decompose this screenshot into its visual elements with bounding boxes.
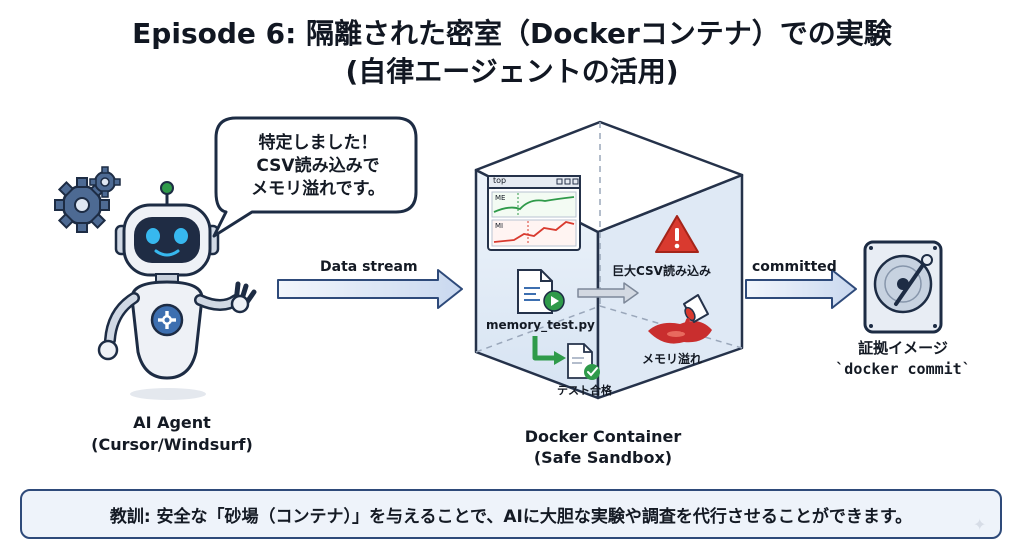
speech-line-2: CSV読み込みで	[256, 156, 380, 176]
docker-container-cube	[474, 120, 744, 400]
container-label-line2: (Safe Sandbox)	[533, 448, 673, 467]
lesson-text: 教訓: 安全な「砂場（コンテナ）」を与えることで、AIに大胆な実験や調査を代行さ…	[109, 506, 913, 527]
committed-arrow	[745, 269, 857, 309]
robot-agent-illustration	[97, 181, 257, 400]
lesson-box: 教訓: 安全な「砂場（コンテナ）」を与えることで、AIに大胆な実験や調査を代行さ…	[20, 489, 1002, 539]
monitor-title: top	[493, 176, 507, 185]
container-label-line1: Docker Container	[524, 427, 682, 446]
test-pass-label: テスト合格	[557, 384, 612, 397]
evidence-label-line2: `docker commit`	[835, 360, 971, 378]
test-pass-arrow-head	[554, 351, 566, 365]
speech-line-3: メモリ溢れです。	[251, 179, 385, 199]
evidence-label: 証拠イメージ `docker commit`	[835, 338, 970, 380]
spilled-cup-icon	[648, 294, 712, 344]
warning-icon	[655, 215, 699, 253]
data-stream-arrow	[277, 269, 463, 309]
memory-monitor-window	[487, 175, 581, 251]
test-pass-arrow	[532, 336, 556, 361]
agent-label: AI Agent (Cursor/Windsurf)	[91, 412, 253, 456]
test-pass-file-icon	[567, 343, 600, 380]
load-arrow	[577, 282, 639, 304]
committed-label: committed	[752, 259, 837, 275]
page-title: Episode 6: 隔離された密室（Dockerコンテナ）での実験	[132, 17, 892, 50]
container-label: Docker Container (Safe Sandbox)	[525, 426, 681, 468]
agent-label-line1: AI Agent	[133, 413, 211, 432]
hard-drive-icon	[863, 240, 943, 334]
data-stream-label: Data stream	[320, 259, 418, 275]
monitor-label-top: ME	[495, 194, 506, 202]
speech-line-1: 特定しました！	[258, 133, 378, 153]
gear-icon	[89, 166, 121, 198]
speech-bubble	[212, 116, 418, 238]
speech-bubble-text: 特定しました！ CSV読み込みで メモリ溢れです。	[228, 132, 408, 201]
sparkle-icon: ✦	[973, 515, 987, 534]
agent-label-line2: (Cursor/Windsurf)	[91, 435, 253, 454]
big-csv-label: 巨大CSV読み込み	[612, 264, 711, 278]
script-name-label: memory_test.py	[486, 318, 595, 332]
python-file-icon	[517, 269, 565, 314]
evidence-label-line1: 証拠イメージ	[858, 339, 948, 357]
memory-overflow-label: メモリ溢れ	[642, 352, 703, 366]
monitor-label-bottom: MI	[495, 222, 504, 230]
page-subtitle: (自律エージェントの活用)	[345, 55, 679, 88]
